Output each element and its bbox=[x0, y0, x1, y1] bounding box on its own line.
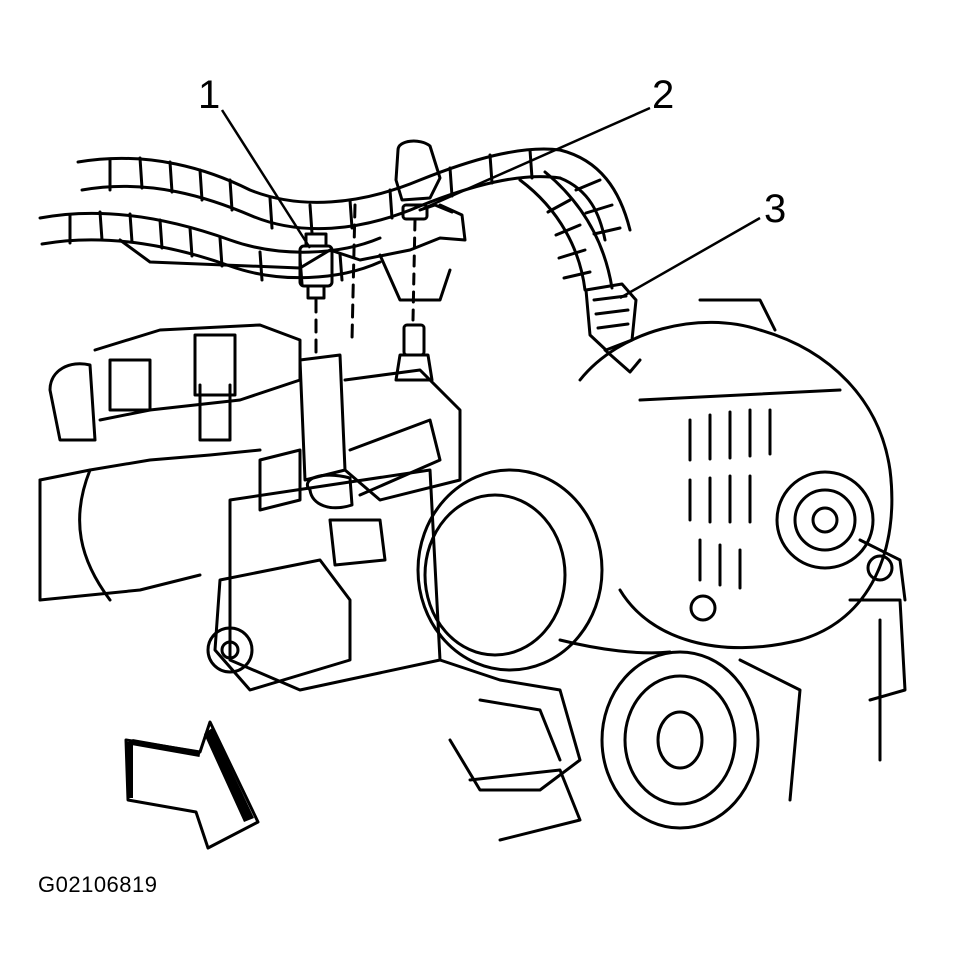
figure-id: G02106819 bbox=[38, 872, 158, 897]
alternator bbox=[578, 298, 907, 650]
intake-manifold bbox=[38, 323, 302, 602]
direction-arrow-icon bbox=[124, 720, 260, 850]
throttle-housing bbox=[228, 353, 462, 692]
callout-leaders bbox=[220, 106, 761, 300]
lower-brackets bbox=[438, 598, 907, 842]
callout-2: 2 bbox=[652, 73, 674, 117]
throttle-body-disc bbox=[416, 468, 604, 672]
callout-3: 3 bbox=[764, 187, 786, 231]
callout-1: 1 bbox=[198, 73, 220, 117]
connector-3 bbox=[584, 282, 642, 374]
idle-air-control bbox=[206, 558, 352, 692]
wiring-harness bbox=[38, 147, 632, 292]
drive-pulley bbox=[558, 638, 802, 830]
